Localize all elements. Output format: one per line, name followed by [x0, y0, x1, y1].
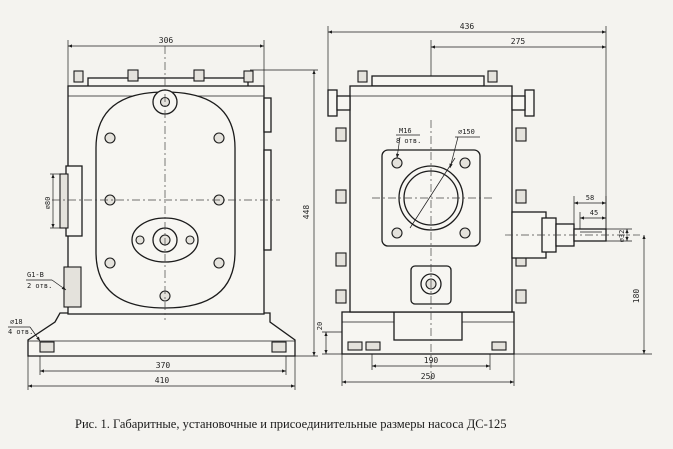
- front-top-bolt: [73, 70, 84, 83]
- front-hole-diameter: ⌀18: [10, 318, 23, 326]
- front-base-slot-left: [39, 341, 55, 353]
- front-view: 306 448 ⌀80 G1-B 2 отв. ⌀18 4 отв. 370 4…: [8, 36, 318, 390]
- front-thread-count: 2 отв.: [27, 282, 52, 290]
- front-hole-count: 4 отв.: [8, 328, 33, 336]
- front-thread-boss: [63, 266, 82, 308]
- side-base-outer-dim: 250: [421, 372, 436, 381]
- side-right-ear-neck: [511, 95, 526, 111]
- side-top-cover: [371, 75, 485, 87]
- front-width-dim: 306: [159, 36, 174, 45]
- side-flange-diameter: ⌀150: [458, 128, 475, 136]
- side-top-bolt: [357, 70, 368, 83]
- side-base-slot-left2: [365, 341, 381, 351]
- front-height-dim: 448: [302, 205, 311, 220]
- front-base-outer-dim: 410: [155, 376, 170, 385]
- front-port-diameter: ⌀80: [44, 197, 52, 210]
- front-top-bolt: [243, 70, 254, 83]
- side-width-dim: 436: [460, 22, 475, 31]
- side-bolt-thread: M16: [399, 127, 412, 135]
- side-base-height: 20: [316, 322, 324, 330]
- side-view: 436 275 M16 8 отв. ⌀150 58 45 ⌀32 180: [316, 22, 652, 386]
- figure-caption: Рис. 1. Габаритные, установочные и присо…: [75, 417, 507, 431]
- front-cover-bolts: [104, 132, 225, 302]
- side-left-ear: [327, 89, 338, 117]
- side-base-inner-dim: 190: [424, 356, 439, 365]
- side-shaft-diameter: ⌀32: [618, 230, 626, 243]
- front-right-lug: [263, 97, 272, 133]
- side-shaft-key-length: 45: [590, 209, 598, 217]
- front-top-bolt: [127, 69, 139, 82]
- front-base: [27, 312, 296, 357]
- side-base-center: [393, 311, 463, 341]
- side-top-bolt: [487, 70, 498, 83]
- front-port-face: [59, 173, 69, 229]
- side-base-slot-right: [491, 341, 507, 351]
- side-shaft-length: 58: [586, 194, 594, 202]
- side-flange-bolts: [391, 157, 471, 239]
- side-right-ear: [524, 89, 535, 117]
- side-left-ear-neck: [336, 95, 351, 111]
- front-base-inner-dim: 370: [156, 361, 171, 370]
- front-top-bolt: [193, 69, 205, 82]
- front-thread-note: G1-B: [27, 271, 44, 279]
- front-base-slot-right: [271, 341, 287, 353]
- side-bolt-count: 8 отв.: [396, 137, 421, 145]
- side-body-bolts: [335, 127, 527, 304]
- side-partial-width-dim: 275: [511, 37, 526, 46]
- side-base-slot-left: [347, 341, 363, 351]
- side-shaft-axis-height: 180: [632, 289, 641, 304]
